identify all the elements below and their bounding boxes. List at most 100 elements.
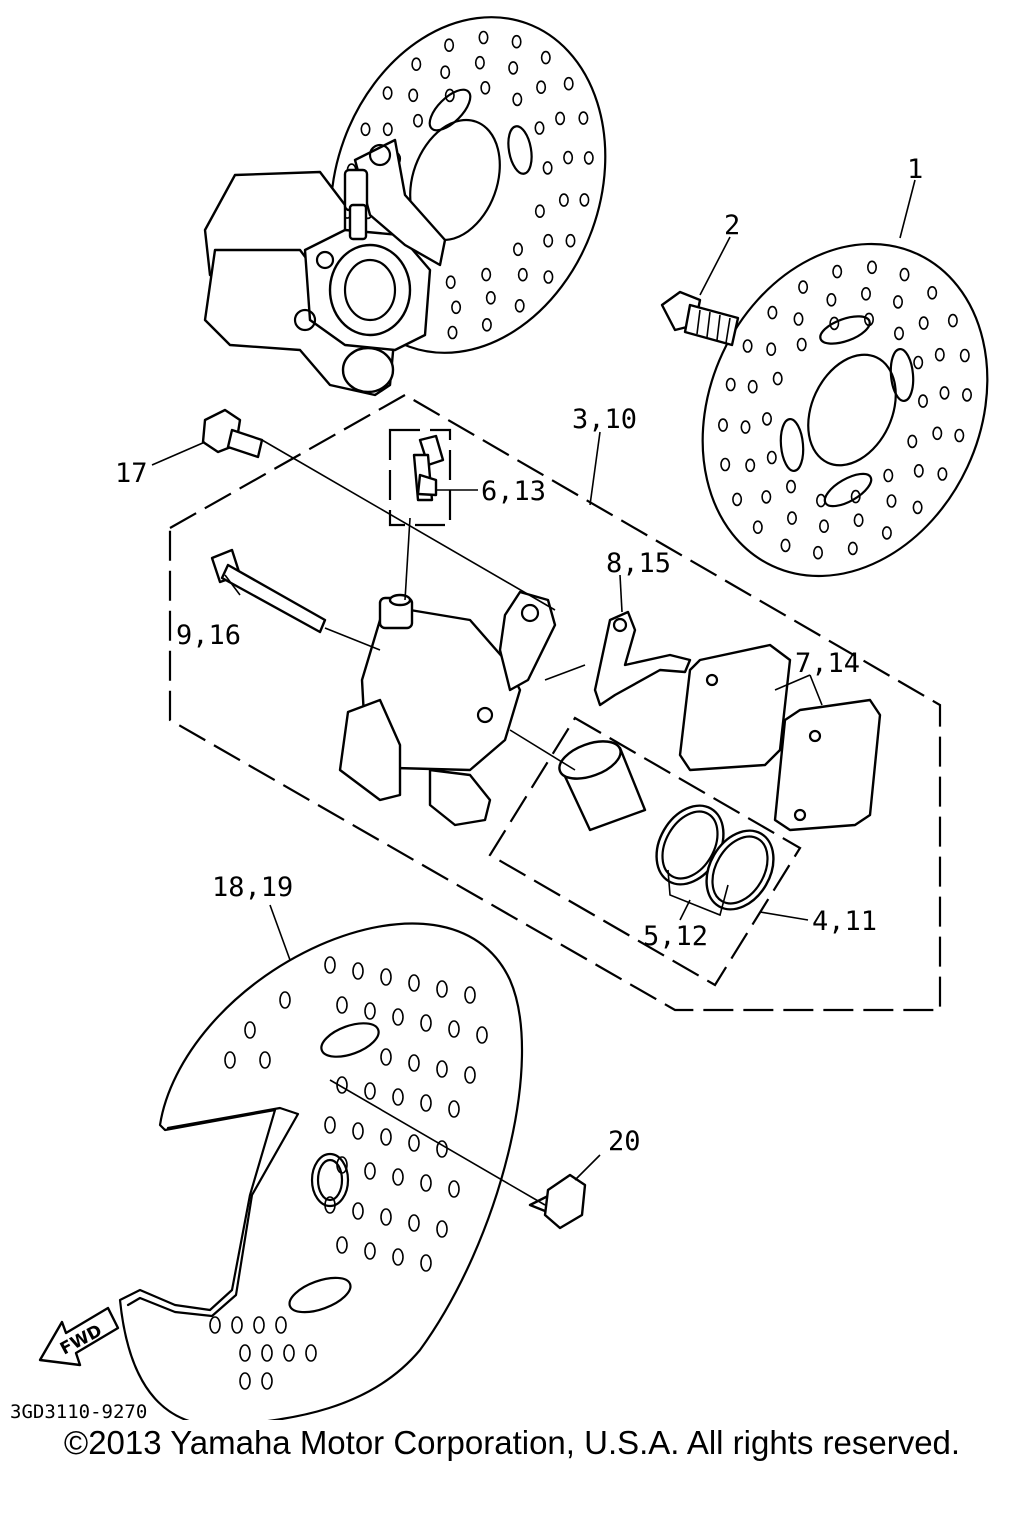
diagram-code: 3GD3110-9270 [10, 1401, 147, 1420]
brake-exploded-diagram: FWD 1 2 3,10 6,13 8,15 7,14 9,16 17 5,12… [10, 16, 989, 1420]
disc-vent-hole [275, 1316, 287, 1334]
disc-vent-hole [476, 1026, 488, 1044]
disc-vent-hole [511, 34, 522, 49]
disc-vent-hole [829, 316, 840, 331]
label-part-1: 1 [907, 154, 923, 185]
disc-vent-hole [420, 1094, 432, 1112]
disc-vent-hole [478, 30, 489, 45]
disc-vent-hole [209, 1316, 221, 1334]
disc-vent-hole [761, 490, 772, 504]
disc-vent-hole [324, 956, 336, 974]
disc-vent-hole [444, 88, 455, 103]
disc-vent-hole [913, 463, 924, 478]
disc-vent-hole [259, 1051, 271, 1069]
disc-vent-hole [543, 233, 554, 248]
disc-vent-hole [464, 986, 476, 1004]
disc-vent-hole [336, 996, 348, 1014]
disc-vent-hole [420, 1254, 432, 1272]
disc-vent-hole [444, 38, 455, 53]
disc-vent-hole [447, 325, 458, 340]
disc-vent-hole [412, 113, 423, 128]
disc-vent-hole [408, 1054, 420, 1072]
disc-vent-hole [253, 1316, 265, 1334]
label-part-17: 17 [115, 458, 148, 489]
disc-vent-hole [847, 541, 858, 556]
disc-vent-hole [364, 1162, 376, 1180]
disc-vent-hole [954, 428, 965, 443]
disc-vent-hole [448, 1180, 460, 1198]
kit-dashed-box [168, 393, 942, 1012]
disc-vent-hole [352, 1202, 364, 1220]
disc-vent-hole [380, 1208, 392, 1226]
disc-vent-hole [812, 545, 823, 560]
label-part-5: 5,12 [643, 921, 708, 952]
disc-vent-hole [283, 1344, 295, 1362]
disc-vent-hole [934, 347, 945, 362]
disc-vent-hole [772, 371, 783, 386]
disc-vent-hole [563, 76, 574, 91]
disc-vent-hole [786, 511, 797, 525]
disc-vent-hole [798, 280, 809, 294]
disc-vent-hole [420, 1014, 432, 1032]
label-part-8: 8,15 [606, 548, 671, 579]
part-2-bolt [660, 290, 740, 347]
disc-vent-hole [448, 1100, 460, 1118]
label-part-6: 6,13 [481, 476, 546, 507]
part-3-caliper [338, 590, 557, 827]
disc-vent-hole [826, 292, 837, 307]
disc-vent-hole [961, 388, 972, 402]
disc-vent-hole [832, 264, 843, 279]
part-17-bolt [201, 408, 264, 459]
disc-vent-hole [360, 122, 371, 137]
label-part-7: 7,14 [795, 648, 860, 679]
disc-vent-hole [448, 1020, 460, 1038]
disc-vent-hole [937, 467, 948, 481]
disc-vent-hole [932, 426, 943, 441]
disc-vent-hole [352, 962, 364, 980]
disc-vent-hole [336, 1236, 348, 1254]
disc-vent-hole [747, 379, 758, 394]
disc-vent-hole [866, 260, 877, 275]
disc-vent-hole [720, 457, 731, 472]
disc-vent-hole [380, 1048, 392, 1066]
disc-vent-hole [883, 468, 894, 483]
label-part-20: 20 [608, 1126, 641, 1157]
disc-vent-hole [508, 61, 519, 75]
disc-vent-hole [382, 86, 393, 100]
disc-vent-hole [279, 991, 291, 1009]
disc-vent-hole [913, 355, 924, 370]
disc-vent-hole [578, 111, 589, 125]
disc-vent-hole [464, 1066, 476, 1084]
disc-vent-hole [336, 1076, 348, 1094]
disc-vent-hole [480, 81, 491, 95]
disc-vent-hole [742, 339, 753, 353]
disc-vent-hole [324, 1116, 336, 1134]
disc-vent-hole [793, 312, 804, 326]
disc-vent-hole [583, 151, 594, 165]
disc-vent-hole [224, 1051, 236, 1069]
disc-vent-hole [818, 519, 829, 534]
disc-vent-hole [881, 526, 892, 540]
disc-vent-hole [474, 55, 485, 70]
label-part-2: 2 [724, 210, 740, 241]
disc-vent-hole [543, 270, 554, 284]
disc-vent-hole [767, 305, 778, 320]
disc-vent-hole [231, 1316, 243, 1334]
disc-vent-hole [752, 520, 763, 535]
part-8-pad-spring [593, 610, 692, 707]
leader-lines [151, 179, 916, 1206]
disc-vent-hole [717, 418, 728, 432]
disc-vent-hole [732, 492, 743, 507]
disc-vent-hole [540, 50, 551, 65]
disc-vent-hole [907, 434, 918, 449]
part-9-slide-pin [210, 548, 327, 634]
disc-vent-hole [558, 193, 569, 207]
assembled-caliper [203, 138, 447, 397]
disc-vent-hole [261, 1344, 273, 1362]
disc-vent-hole [436, 1220, 448, 1238]
disc-vent-hole [766, 450, 777, 465]
disc-vent-hole [352, 1122, 364, 1140]
disc-vent-hole [918, 316, 929, 330]
disc-vent-hole [382, 122, 393, 137]
disc-vent-hole [481, 267, 492, 282]
